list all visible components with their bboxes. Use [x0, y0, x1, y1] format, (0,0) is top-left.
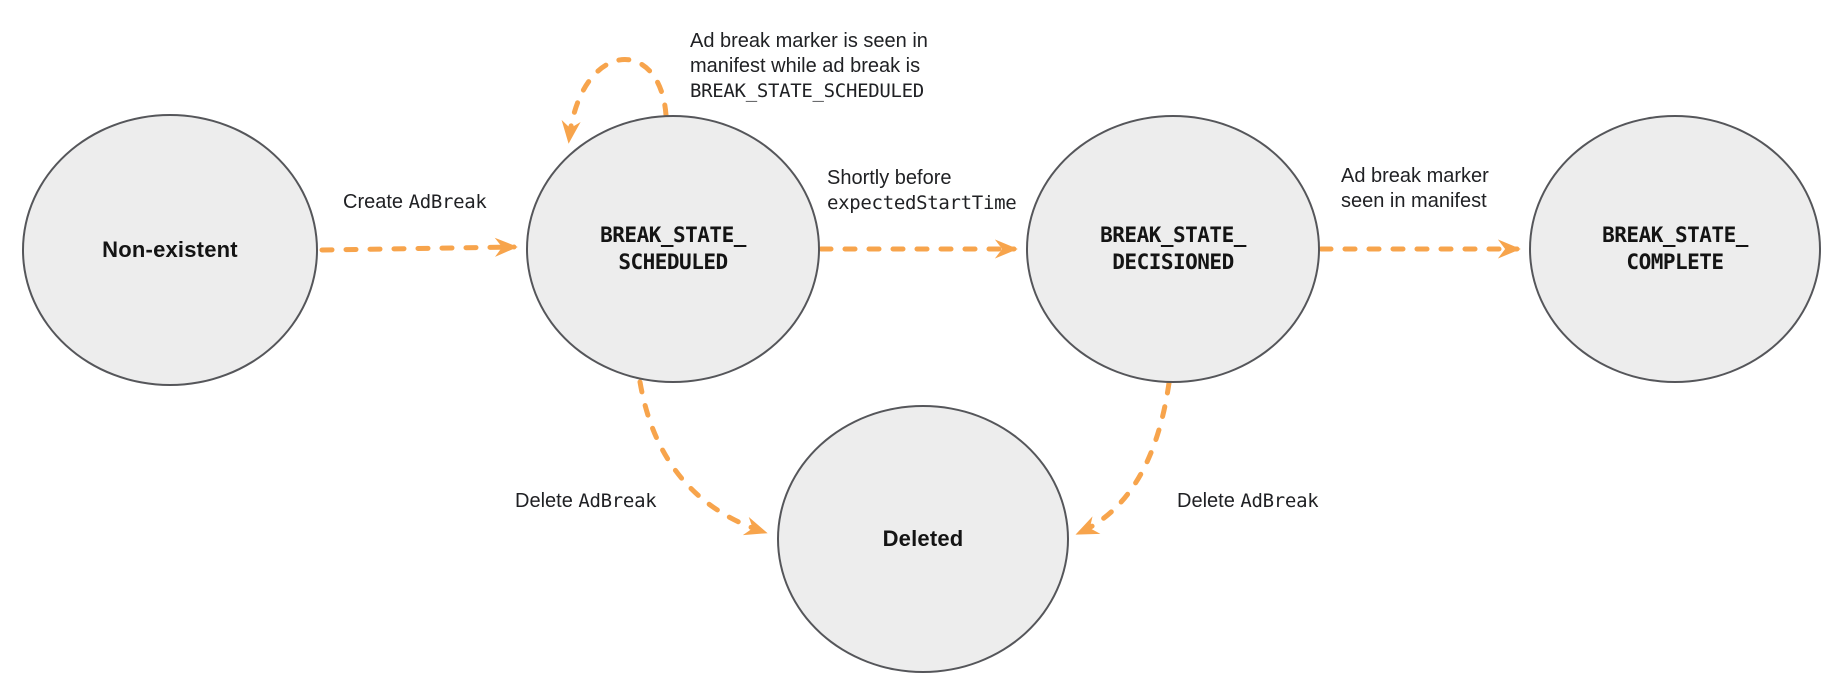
state-node-break-state-scheduled: BREAK_STATE_ SCHEDULED	[526, 115, 820, 383]
state-label: Deleted	[882, 526, 964, 551]
edge-label-delete-from-scheduled: Delete AdBreak	[515, 489, 657, 514]
label-code: expectedStartTime	[827, 192, 1017, 214]
edge-label-shortly-before: Shortly before expectedStartTime	[827, 166, 1017, 216]
label-text: Create	[343, 191, 409, 213]
label-line: Ad break marker is seen in	[690, 30, 928, 52]
edge-label-self-loop: Ad break marker is seen in manifest whil…	[690, 29, 928, 104]
state-node-deleted: Deleted	[777, 405, 1069, 673]
state-label: BREAK_STATE_ COMPLETE	[1602, 223, 1748, 274]
label-line: seen in manifest	[1341, 190, 1487, 212]
state-node-break-state-decisioned: BREAK_STATE_ DECISIONED	[1026, 115, 1320, 383]
label-line: Shortly before	[827, 167, 952, 189]
label-code: AdBreak	[408, 191, 487, 213]
state-node-break-state-complete: BREAK_STATE_ COMPLETE	[1529, 115, 1821, 383]
edge-create-adbreak	[319, 237, 518, 257]
label-line: Ad break marker	[1341, 165, 1489, 187]
state-label: Non-existent	[102, 237, 238, 262]
state-node-non-existent: Non-existent	[22, 114, 318, 386]
label-line: manifest while ad break is	[690, 55, 921, 77]
edge-label-marker-seen: Ad break marker seen in manifest	[1341, 164, 1489, 214]
state-label: BREAK_STATE_ DECISIONED	[1100, 223, 1246, 274]
edge-label-create-adbreak: Create AdBreak	[343, 190, 487, 215]
label-code: BREAK_STATE_SCHEDULED	[690, 80, 924, 102]
label-code: AdBreak	[578, 490, 657, 512]
label-code: AdBreak	[1240, 490, 1319, 512]
state-label: BREAK_STATE_ SCHEDULED	[600, 223, 746, 274]
edge-delete-from-decisioned	[1075, 380, 1172, 536]
label-text: Delete	[515, 490, 579, 512]
edge-label-delete-from-decisioned: Delete AdBreak	[1177, 489, 1319, 514]
edge-self-loop-scheduled	[561, 57, 669, 144]
label-text: Delete	[1177, 490, 1241, 512]
edge-delete-from-scheduled	[637, 379, 768, 536]
